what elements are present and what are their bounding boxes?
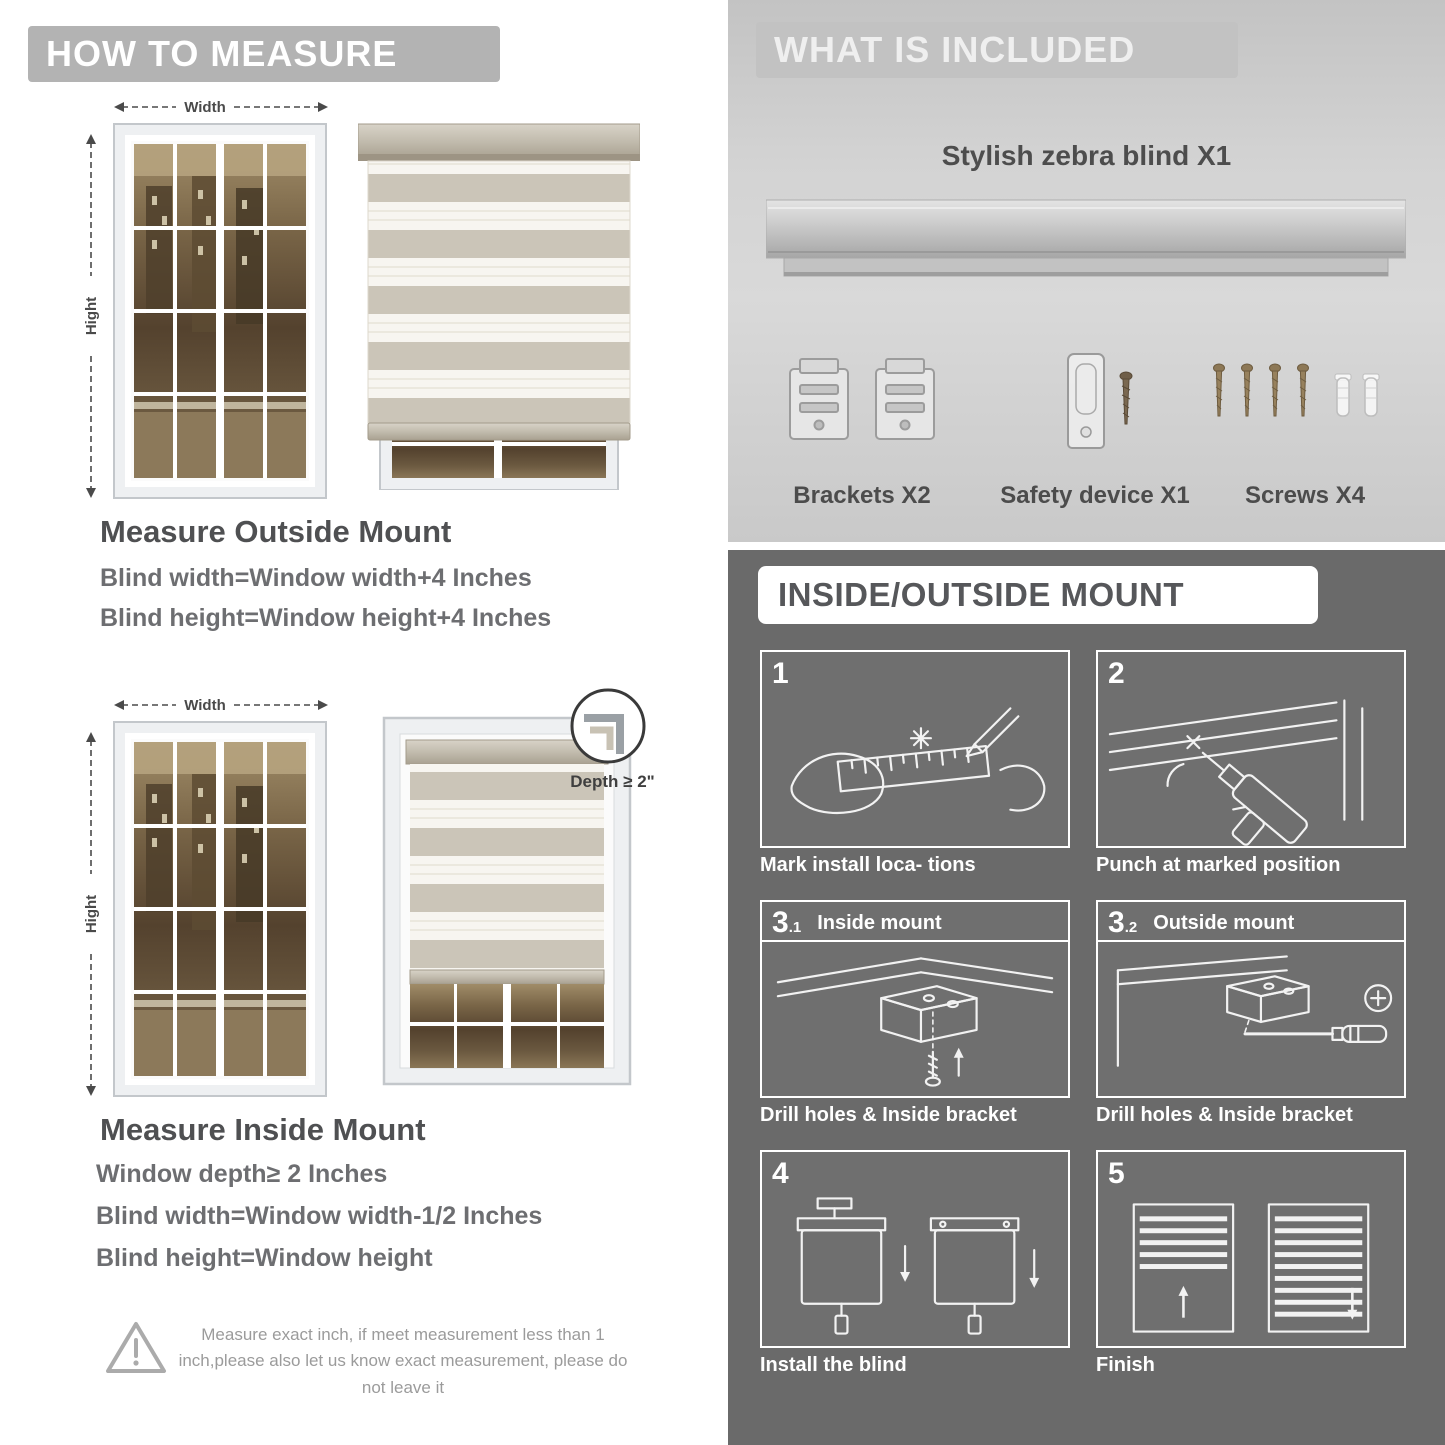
zebra-blind-inside-illustration	[382, 716, 632, 1086]
screws-icon	[1213, 363, 1380, 417]
step-number: 3.1	[772, 906, 802, 939]
blind-bottom-rail	[409, 969, 605, 985]
finish-illustration	[1132, 1203, 1370, 1333]
warning-text: Measure exact inch, if meet measurement …	[178, 1325, 628, 1397]
bracket-icon	[875, 358, 935, 440]
window-inside-illustration	[76, 692, 334, 1100]
inside-bracket-illustration	[776, 957, 1054, 1087]
outside-formula-height: Blind height=Window height+4 Inches	[100, 604, 552, 632]
outside-formula-width: Blind width=Window width+4 Inches	[100, 564, 532, 592]
safety-device-label: Safety device X1	[1000, 482, 1190, 509]
screw-icon	[1119, 371, 1133, 425]
inside-formula-depth: Window depth≥ 2 Inches	[96, 1160, 388, 1188]
outside-bracket-illustration	[1116, 955, 1393, 1067]
blind-bottom-rail	[367, 422, 631, 441]
brackets-group: Brackets X2	[762, 330, 962, 510]
step-caption: Punch at marked position	[1096, 854, 1341, 876]
zebra-stripes	[368, 161, 630, 423]
inside-formula-height: Blind height=Window height	[96, 1244, 433, 1272]
step-panel-2: 2	[1096, 650, 1406, 848]
drill-illustration	[1108, 699, 1364, 846]
warning-triangle-icon	[106, 1322, 166, 1373]
depth-label: Depth ≥ 2"	[570, 772, 655, 791]
window-outside-illustration	[76, 94, 334, 502]
screws-group: Screws X4	[1200, 330, 1410, 510]
headrail-illustration	[766, 199, 1406, 277]
inside-formula-width: Blind width=Window width-1/2 Inches	[96, 1202, 543, 1230]
step-panel-4: 4	[760, 1150, 1070, 1348]
mark-locations-illustration	[790, 707, 1046, 814]
depth-zoom-circle-icon	[570, 688, 646, 764]
step-caption: Drill holes & Inside bracket	[760, 1104, 1017, 1126]
what-is-included-section: WHAT IS INCLUDED Stylish zebra blind X1	[728, 0, 1445, 542]
how-to-measure-header: HOW TO MEASURE	[28, 26, 500, 82]
zebra-stripes	[410, 764, 604, 970]
measure-outside-title: Measure Outside Mount	[100, 514, 452, 549]
screws-label: Screws X4	[1244, 482, 1366, 509]
mount-section-header: INSIDE/OUTSIDE MOUNT	[758, 566, 1318, 624]
mount-instructions-section: INSIDE/OUTSIDE MOUNT 1	[728, 550, 1445, 1445]
step-panel-5: 5	[1096, 1150, 1406, 1348]
step-caption: Drill holes & Inside bracket	[1096, 1104, 1353, 1126]
right-panel: WHAT IS INCLUDED Stylish zebra blind X1	[728, 0, 1445, 1445]
blind-header-rail	[358, 123, 640, 159]
anchors-icon	[1334, 373, 1380, 417]
zebra-blind-outside-illustration	[358, 123, 640, 490]
brackets-label: Brackets X2	[793, 482, 931, 509]
safety-device-icon	[1067, 353, 1133, 449]
step-number: 1	[772, 657, 789, 690]
step-panel-3-2: 3.2 Outside mount	[1096, 900, 1406, 1098]
bracket-icon	[789, 358, 849, 440]
step-number: 3.2	[1108, 906, 1138, 939]
step-title: Outside mount	[1153, 911, 1295, 934]
step-panel-3-1: 3.1 Inside mount	[760, 900, 1070, 1098]
measure-inside-title: Measure Inside Mount	[100, 1112, 426, 1147]
step-caption: Finish	[1096, 1354, 1155, 1376]
install-blind-illustration	[796, 1197, 1040, 1335]
zebra-blind-label: Stylish zebra blind X1	[941, 140, 1232, 171]
step-caption: Install the blind	[760, 1354, 907, 1376]
safety-device-group: Safety device X1	[990, 330, 1200, 510]
step-number: 2	[1108, 657, 1125, 690]
step-number: 4	[772, 1157, 789, 1190]
step-title: Inside mount	[817, 911, 942, 934]
step-caption: Mark install loca- tions	[760, 854, 976, 876]
what-is-included-header: WHAT IS INCLUDED	[756, 22, 1238, 78]
step-panel-1: 1	[760, 650, 1070, 848]
step-number: 5	[1108, 1157, 1125, 1190]
how-to-measure-panel: HOW TO MEASURE Measure Outside Mount Bli…	[0, 0, 722, 1445]
